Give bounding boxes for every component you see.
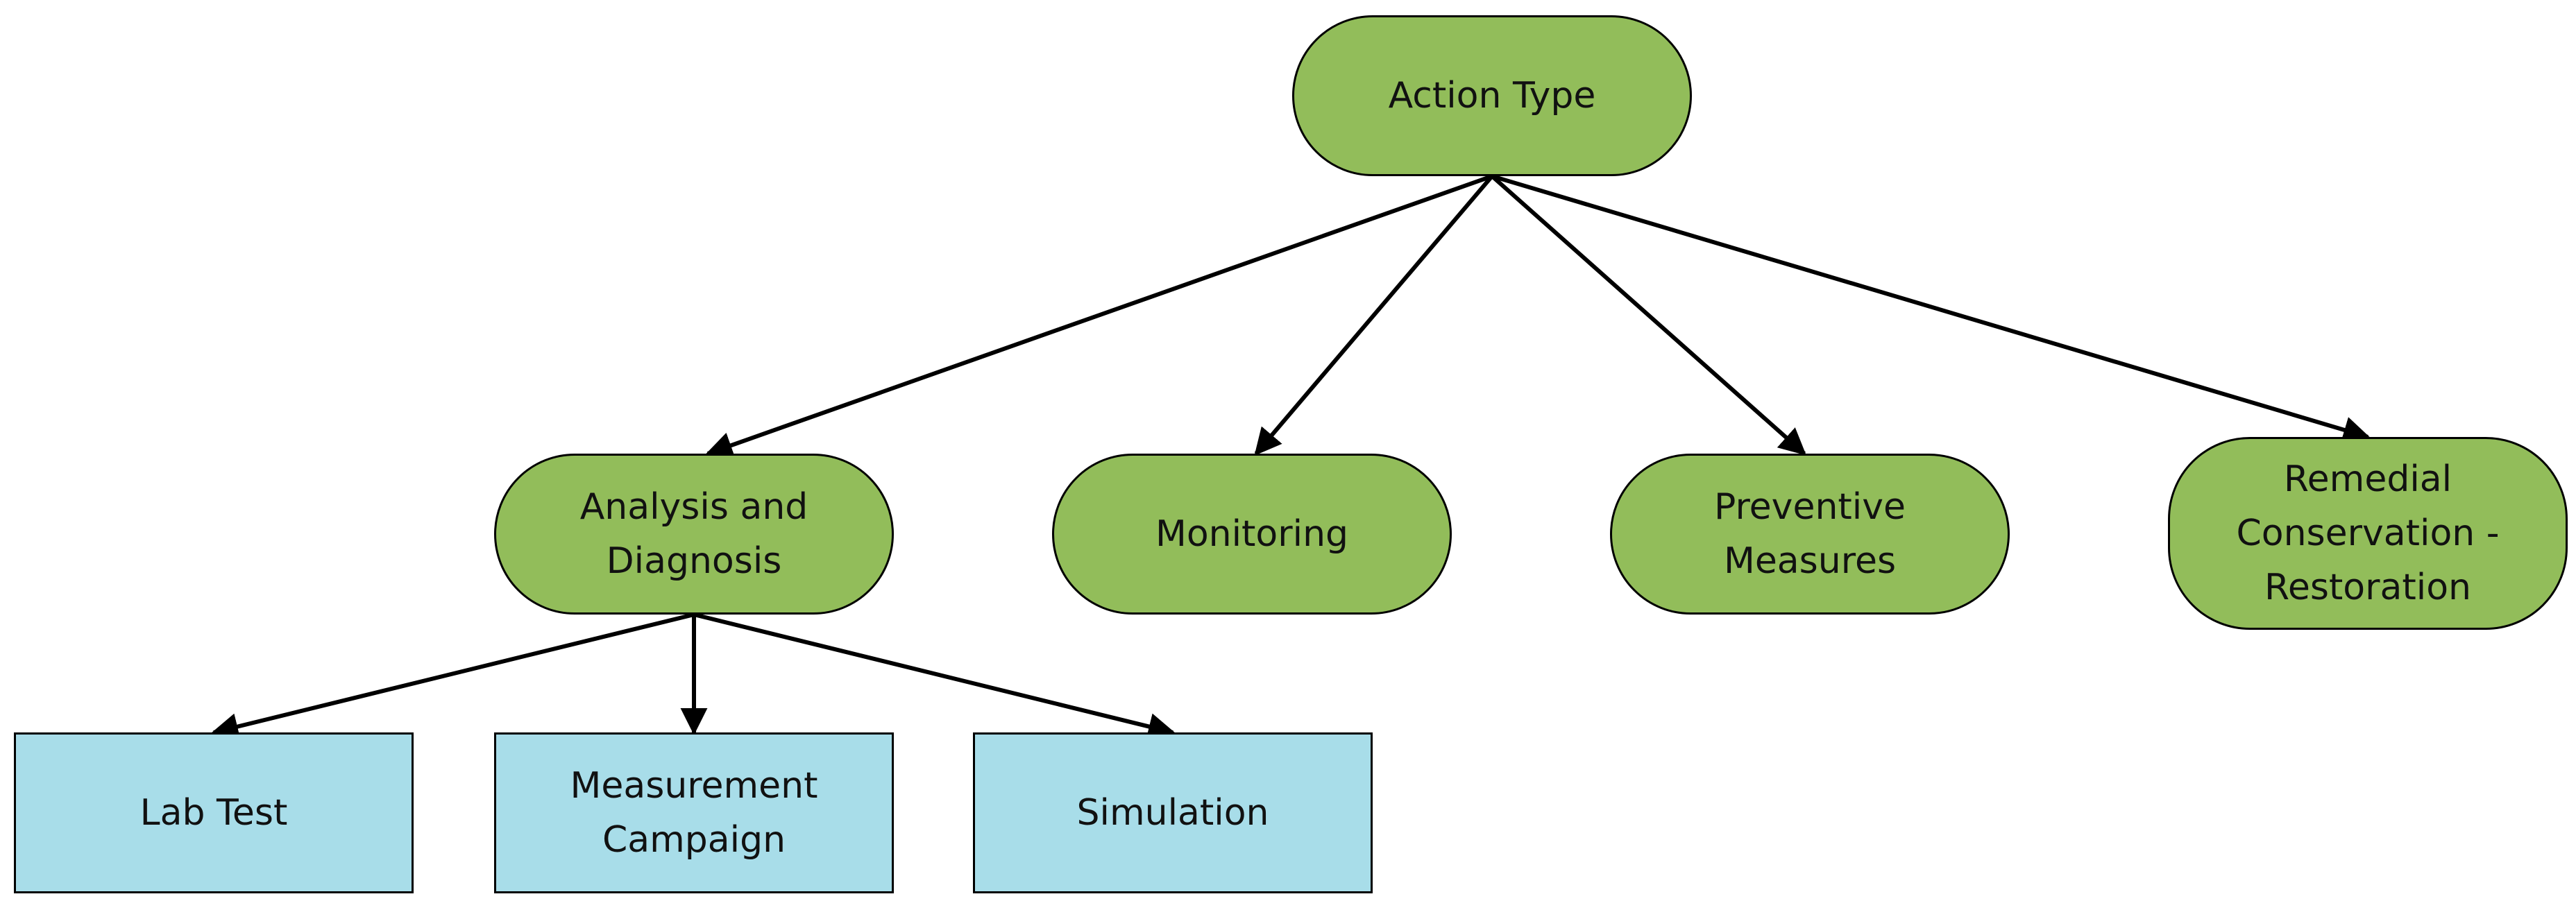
edge-root-to-analysis: [705, 174, 1493, 458]
node-monitoring-label: Monitoring: [1155, 513, 1349, 555]
node-measurement-campaign: Measurement Campaign: [494, 732, 894, 893]
edge-analysis-to-lab_test: [211, 612, 695, 740]
node-simulation: Simulation: [973, 732, 1373, 893]
node-remedial-conservation-restoration-label: Remedial Conservation - Restoration: [2236, 458, 2500, 608]
node-preventive-measures: Preventive Measures: [1610, 454, 2010, 615]
node-lab-test-label: Lab Test: [139, 792, 288, 834]
node-remedial-conservation-restoration: Remedial Conservation - Restoration: [2168, 437, 2568, 630]
node-measurement-campaign-label: Measurement Campaign: [570, 765, 818, 861]
node-preventive-measures-label: Preventive Measures: [1714, 486, 1906, 582]
edge-analysis-to-simulation: [693, 612, 1176, 740]
node-lab-test: Lab Test: [14, 732, 414, 893]
edge-root-to-preventive: [1491, 174, 1806, 456]
node-action-type: Action Type: [1292, 15, 1692, 176]
node-analysis-and-diagnosis: Analysis and Diagnosis: [494, 454, 894, 615]
node-action-type-label: Action Type: [1388, 75, 1596, 117]
node-monitoring: Monitoring: [1052, 454, 1452, 615]
edge-root-to-remedial: [1491, 174, 2371, 443]
node-simulation-label: Simulation: [1076, 792, 1269, 834]
node-analysis-and-diagnosis-label: Analysis and Diagnosis: [579, 486, 808, 582]
edge-root-to-monitoring: [1254, 175, 1494, 456]
